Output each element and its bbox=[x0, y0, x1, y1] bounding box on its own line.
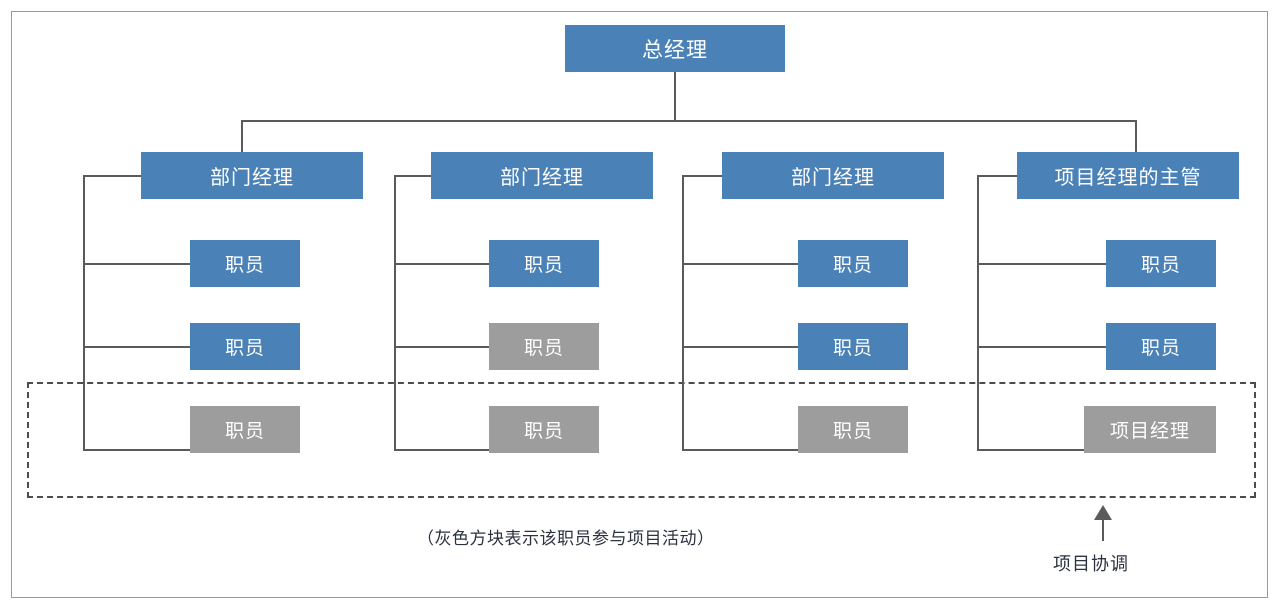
node-label: 项目经理的主管 bbox=[1054, 165, 1202, 189]
connector-col3-to-head bbox=[682, 175, 722, 177]
node-label: 职员 bbox=[1140, 254, 1181, 276]
connector-col1-spine bbox=[83, 175, 85, 451]
connector-col4-row1 bbox=[977, 263, 1106, 265]
node-col3-row2[interactable]: 职员 bbox=[798, 323, 908, 370]
connector-col4-to-head bbox=[977, 175, 1017, 177]
connector-col4-spine bbox=[977, 175, 979, 451]
node-label: 职员 bbox=[224, 420, 265, 442]
connector-col3-spine bbox=[682, 175, 684, 451]
node-col3-row1[interactable]: 职员 bbox=[798, 240, 908, 287]
node-col2-head[interactable]: 部门经理 bbox=[431, 152, 653, 199]
node-col3-row3[interactable]: 职员 bbox=[798, 406, 908, 453]
node-col1-row2[interactable]: 职员 bbox=[190, 323, 300, 370]
node-col2-row1[interactable]: 职员 bbox=[489, 240, 599, 287]
annotation-project-coordination: 项目协调 bbox=[1053, 554, 1129, 575]
outer-frame bbox=[11, 11, 1268, 598]
node-col1-row3[interactable]: 职员 bbox=[190, 406, 300, 453]
node-label: 职员 bbox=[1140, 337, 1181, 359]
node-label: 职员 bbox=[832, 254, 873, 276]
connector-col2-row1 bbox=[394, 263, 489, 265]
legend-caption: （灰色方块表示该职员参与项目活动） bbox=[417, 529, 715, 549]
node-label: 职员 bbox=[224, 337, 265, 359]
connector-drop-col4 bbox=[1135, 120, 1137, 153]
connector-top-bus bbox=[241, 120, 1136, 122]
node-label: 总经理 bbox=[642, 37, 708, 62]
node-label: 职员 bbox=[523, 337, 564, 359]
node-col2-row2[interactable]: 职员 bbox=[489, 323, 599, 370]
project-activity-region bbox=[27, 382, 1256, 498]
connector-col1-row3 bbox=[83, 449, 190, 451]
node-col4-row3[interactable]: 项目经理 bbox=[1084, 406, 1216, 453]
node-label: 职员 bbox=[523, 420, 564, 442]
node-label: 部门经理 bbox=[791, 165, 875, 189]
node-col4-row2[interactable]: 职员 bbox=[1106, 323, 1216, 370]
connector-col3-row3 bbox=[682, 449, 798, 451]
node-general-manager[interactable]: 总经理 bbox=[565, 25, 785, 72]
connector-col4-row3 bbox=[977, 449, 1084, 451]
connector-col2-row2 bbox=[394, 346, 489, 348]
node-col3-head[interactable]: 部门经理 bbox=[722, 152, 944, 199]
node-label: 部门经理 bbox=[500, 165, 584, 189]
connector-col1-row2 bbox=[83, 346, 190, 348]
connector-top-stem bbox=[674, 72, 676, 121]
node-label: 职员 bbox=[832, 337, 873, 359]
connector-col1-row1 bbox=[83, 263, 190, 265]
node-label: 职员 bbox=[832, 420, 873, 442]
node-col1-head[interactable]: 部门经理 bbox=[141, 152, 363, 199]
connector-col1-to-head bbox=[83, 175, 141, 177]
node-col1-row1[interactable]: 职员 bbox=[190, 240, 300, 287]
arrow-shaft bbox=[1102, 518, 1104, 541]
node-label: 部门经理 bbox=[210, 165, 294, 189]
connector-col3-row2 bbox=[682, 346, 798, 348]
node-label: 职员 bbox=[224, 254, 265, 276]
connector-col3-row1 bbox=[682, 263, 798, 265]
node-col4-row1[interactable]: 职员 bbox=[1106, 240, 1216, 287]
connector-drop-col1 bbox=[241, 120, 243, 153]
node-label: 项目经理 bbox=[1109, 420, 1190, 442]
node-label: 职员 bbox=[523, 254, 564, 276]
connector-col2-row3 bbox=[394, 449, 489, 451]
connector-col2-to-head bbox=[394, 175, 431, 177]
node-col2-row3[interactable]: 职员 bbox=[489, 406, 599, 453]
node-col4-head[interactable]: 项目经理的主管 bbox=[1017, 152, 1239, 199]
arrow-up-icon bbox=[1094, 505, 1112, 520]
connector-col2-spine bbox=[394, 175, 396, 451]
connector-col4-row2 bbox=[977, 346, 1106, 348]
